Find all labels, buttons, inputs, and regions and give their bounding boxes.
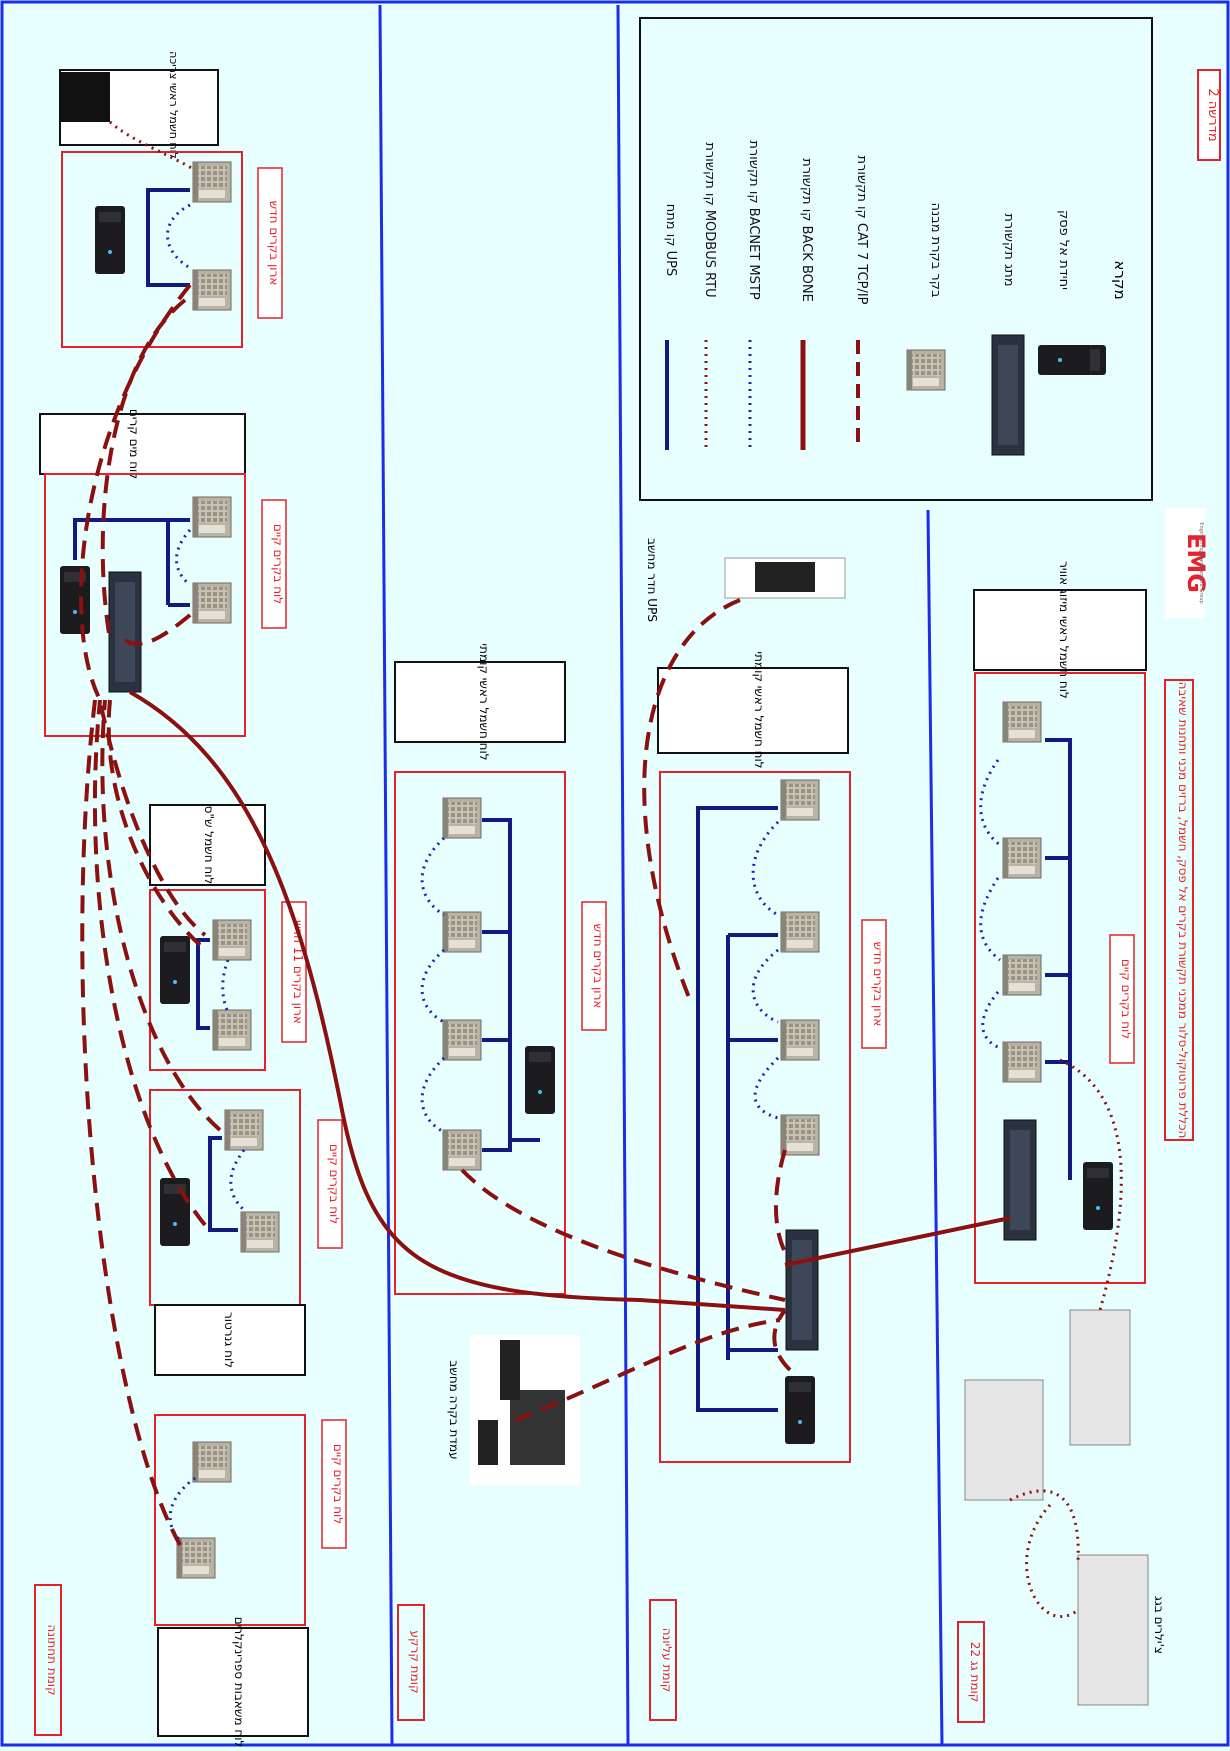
legend-label: קו מתח UPS bbox=[663, 204, 678, 277]
workstation-label: עמדת בקרה מחשב bbox=[447, 1360, 461, 1459]
ground-cabinet bbox=[394, 771, 566, 1295]
server-ups-label: חדר מחשב UPS bbox=[645, 538, 659, 622]
title-tag: מדרשה 2 bbox=[1205, 88, 1220, 141]
legend-label: בקר בקרת מבנה bbox=[928, 202, 943, 297]
floor-divider bbox=[616, 4, 630, 1746]
legend-title: מקרא bbox=[1111, 260, 1129, 299]
legend-label: קו תקשורת BACK BONE bbox=[799, 158, 814, 302]
bottom-cabinet-e: לוח בקרים קיים bbox=[331, 1444, 345, 1524]
floor-label-bottom: קומת תחתונה bbox=[45, 1624, 59, 1695]
board-generator-label: לוח גנרטור bbox=[222, 1312, 236, 1368]
switch-icon bbox=[991, 334, 1025, 456]
bottom-cabinet-d: לוח בקרים קיים bbox=[327, 1144, 341, 1224]
floor-label-ground: קומת קרקע bbox=[408, 1631, 422, 1694]
bottom-cabinet-a: ארון בקרים חדש bbox=[267, 201, 281, 286]
ground-cabinet-label: ארון בקרים חדש bbox=[591, 924, 605, 1009]
board-power-label: לוח חשמל ש"ס bbox=[202, 806, 216, 885]
controller-icon bbox=[906, 349, 946, 391]
company-logo: EMG Engineering Management Group bbox=[1165, 508, 1210, 618]
roof-cabinet bbox=[974, 672, 1146, 1284]
legend-label: מתג תקשורת bbox=[1001, 213, 1016, 286]
floor-label-upper: קומת עליונה bbox=[660, 1628, 674, 1693]
ground-board-label: לוח חשמל ראשי קומתי bbox=[477, 643, 491, 760]
ups-icon bbox=[1038, 345, 1106, 375]
roof-note: הכללת פרוטוקול-סלור ממכני תקשורת בקרים א… bbox=[1176, 682, 1190, 1139]
workstation bbox=[470, 1335, 580, 1485]
board-fire-label: לוח משאבות ספרינקלרים bbox=[232, 1617, 246, 1747]
bottom-cabinet-b: לוח בקרים קיים bbox=[271, 524, 285, 604]
floor-label-roof: קומת גג 22 bbox=[968, 1642, 982, 1703]
legend-label: קו תקשורת MODBUS RTU bbox=[702, 142, 717, 297]
svg-text:EMG: EMG bbox=[1182, 533, 1210, 593]
floor-divider bbox=[926, 509, 944, 1746]
meter-board-label: לוח חשמל ראשי צריכה bbox=[167, 51, 180, 159]
legend-label: קו תקשורת BACNET MSTP bbox=[746, 140, 761, 300]
legend-label: קו תקשורת CAT 7 TCP/IP bbox=[854, 155, 869, 304]
floor-divider bbox=[378, 4, 394, 1746]
chillers-label: צ'ילרים בגג bbox=[1152, 1596, 1166, 1654]
svg-text:Engineering Management Group: Engineering Management Group bbox=[1198, 522, 1204, 603]
upper-board-label: לוח חשמל ראשי קומתי bbox=[752, 651, 766, 768]
board-kitchen-label: לוח מים קרים bbox=[127, 409, 141, 479]
roof-cabinet-label: לוח בקרים קיים bbox=[1119, 959, 1133, 1039]
upper-cabinet bbox=[659, 771, 851, 1463]
chiller-units bbox=[964, 1309, 1149, 1706]
upper-cabinet-label: ארון בקרים חדש bbox=[871, 942, 885, 1027]
roof-board-label: לוח חשמל ראשי מיזוג אוויר bbox=[1057, 561, 1071, 699]
legend-label: יחידת אל פסק bbox=[1056, 210, 1071, 290]
legend-box: מקרא bbox=[639, 17, 1153, 501]
